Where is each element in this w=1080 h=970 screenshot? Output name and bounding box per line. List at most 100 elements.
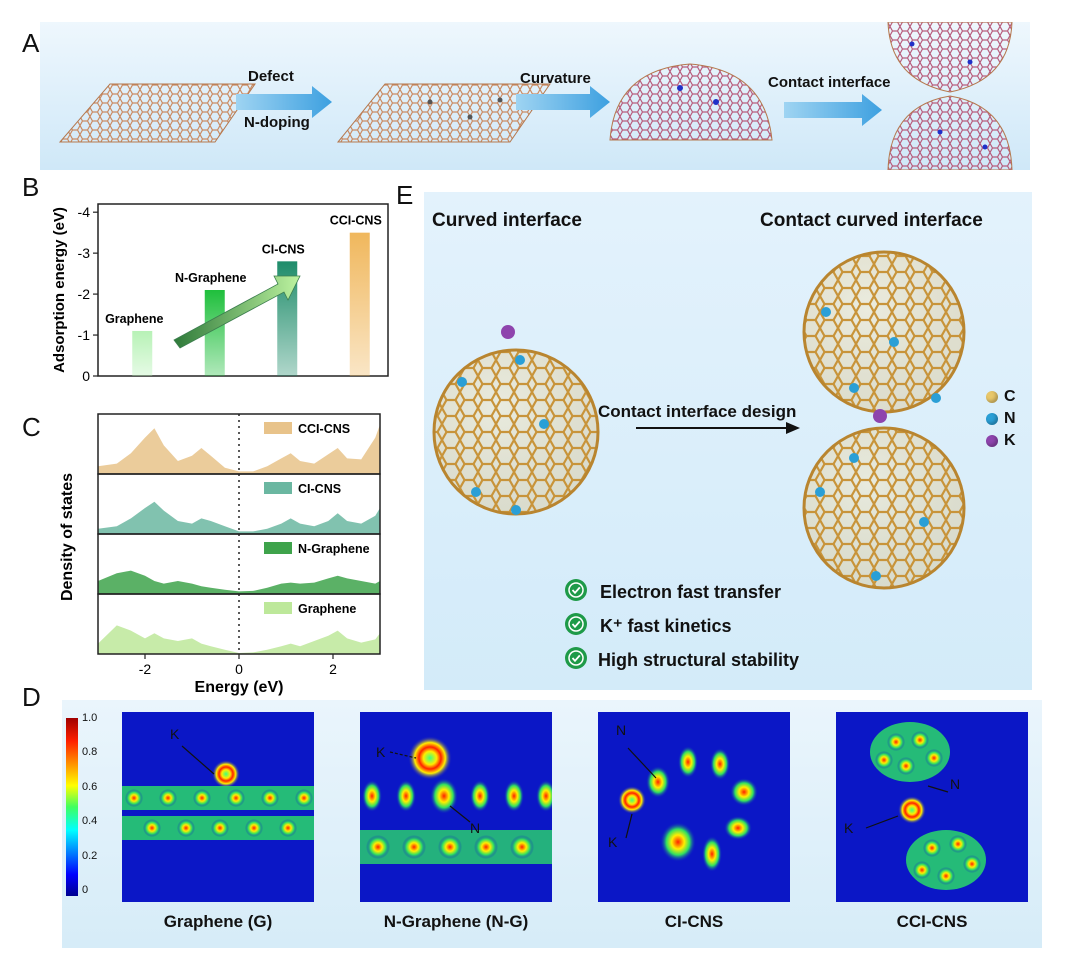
k-atom-density [898,796,926,824]
charge-map-cci-cns [836,712,1028,902]
caption-graphene: Graphene (G) [163,912,273,931]
legend-label: N-Graphene [298,542,370,556]
y-axis-label: Density of states [59,473,76,601]
nitrogen-atom [967,59,973,65]
contact-fullerene-lower [802,426,966,590]
graphene-density-row [122,786,314,840]
bar-graphene [132,330,153,376]
x-axis-label: Energy (eV) [195,679,284,696]
contact-interface-design-label: Contact interface design [598,402,797,421]
bar-n-graphene [204,290,225,376]
nitrogen-atom [539,419,549,429]
charge-density-cci-cns [865,722,986,890]
x-tick-label: 2 [329,661,337,677]
charge-density-graphene [122,745,314,840]
colorbar-tick-label: 0.6 [82,780,98,793]
map-label-k: K [170,726,180,742]
k-pointer-arrow [181,745,215,775]
n-graphene-density-row [360,778,552,864]
curved-interface-title: Curved interface [432,210,582,231]
nitrogen-atom [937,129,943,135]
step-defect-label: Defect [248,68,294,85]
charge-map-n-graphene [360,712,552,902]
legend-item-c: C [986,386,1016,408]
legend-swatch [264,602,292,614]
dopant-atom [427,99,433,105]
k-atom-density [212,760,240,788]
colorbar [66,718,78,896]
map-label-k: K [376,744,386,760]
panel-letter-c: C [22,412,41,442]
dos-area-ci-cns [98,501,380,534]
nitrogen-atom [849,453,859,463]
charge-map-ci-cns [598,712,790,902]
nitrogen-atom [511,505,521,515]
panel-a-illustration [58,22,1013,170]
k-atom-density [408,736,452,780]
y-tick-label: 0 [82,368,90,384]
y-tick-label: -4 [78,204,91,220]
legend-label: N [1004,410,1016,427]
x-tick-label: 0 [235,661,243,677]
defect-graphene-sheet [336,83,551,143]
colorbar-tick-label: 1.0 [82,712,98,724]
legend-label: K [1004,432,1016,449]
graphene-sheet [58,83,256,143]
process-arrow [516,86,610,118]
bar-cci-cns [349,232,370,376]
caption-n-graphene: N-Graphene (N-G) [383,912,529,931]
n-pointer-arrow [927,785,949,793]
panel-letter-a: A [22,28,40,58]
curved-dome [609,63,773,141]
legend-item-k: K [986,430,1016,452]
feature-k-kinetics: K⁺ fast kinetics [600,616,732,636]
nitrogen-atom [889,337,899,347]
lower-sphere [887,95,1013,170]
step-contact-interface-label: Contact interface [768,74,891,91]
n-pointer-arrow [449,805,471,823]
nitrogen-atom [919,517,929,527]
legend-swatch [264,482,292,494]
dos-area-cci-cns [98,424,380,474]
step-n-doping-label: N-doping [244,114,310,131]
y-tick-label: -3 [78,245,91,261]
nitrogen-atom [931,393,941,403]
n-pointer-arrow [627,747,657,779]
nitrogen-atom [677,85,683,91]
panel-letter-e: E [396,180,414,210]
cci-cns-lower-cage-density [906,830,986,890]
nitrogen-atom [713,99,719,105]
bar-label: CCI-CNS [330,214,382,228]
legend-item-n: N [986,408,1016,430]
map-label-k: K [608,834,618,850]
dopant-atom [467,114,473,120]
atom-dot-icon [986,413,998,425]
panel-letter-d: D [22,682,41,712]
nitrogen-atom [849,383,859,393]
process-arrow [784,94,882,126]
colorbar-tick-label: 0.2 [82,849,98,862]
k-pointer-arrow [389,751,417,759]
nitrogen-atom [471,487,481,497]
legend-label: Graphene [298,602,356,616]
map-label-k: K [844,820,854,836]
k-pointer-arrow [865,815,899,829]
check-icon [565,579,587,601]
atom-dot-icon [986,391,998,403]
curved-fullerene-cage [432,348,600,516]
bar-label: Graphene [105,312,163,326]
check-icon [565,613,587,635]
potassium-atom [873,409,887,423]
atom-dot-icon [986,435,998,447]
nitrogen-atom [815,487,825,497]
panel-letter-b: B [22,172,40,202]
process-arrow [236,86,332,118]
potassium-atom [501,325,515,339]
dopant-atom [497,97,503,103]
trend-arrow [173,275,301,349]
bar-label: CI-CNS [262,242,305,256]
legend-swatch [264,542,292,554]
map-label-n: N [950,776,961,792]
